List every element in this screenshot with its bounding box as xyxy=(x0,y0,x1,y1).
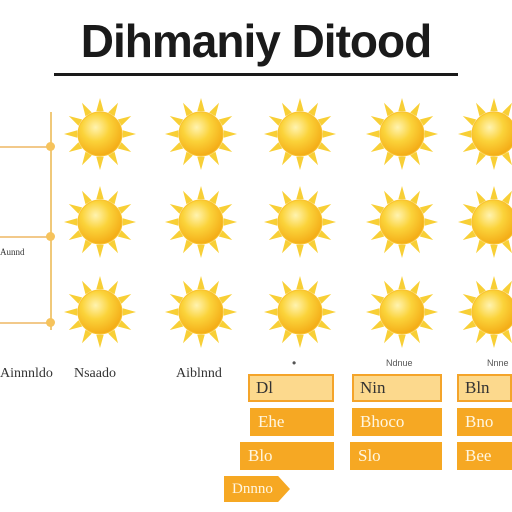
row-tick-2 xyxy=(0,236,52,238)
sun-icon xyxy=(161,94,241,174)
schedule-cell[interactable]: Bee xyxy=(457,442,512,470)
row-tick-1 xyxy=(0,146,52,148)
column-mark-1: • xyxy=(292,356,297,370)
column-mark-2: Ndnue xyxy=(386,358,413,368)
schedule-cell[interactable]: Bno xyxy=(457,408,512,436)
schedule-cell[interactable]: Nin xyxy=(352,374,442,402)
row-axis xyxy=(50,112,52,330)
schedule-cell[interactable]: Slo xyxy=(350,442,442,470)
row-marker-3 xyxy=(46,318,55,327)
sun-icon xyxy=(60,94,140,174)
column-mark-3: Nnne xyxy=(487,358,509,368)
sun-icon xyxy=(60,272,140,352)
column-label-3: Aiblnnd xyxy=(176,366,222,381)
sun-icon xyxy=(454,182,512,262)
sun-icon xyxy=(260,272,340,352)
footer-tag[interactable]: Dnnno xyxy=(224,476,290,502)
sun-icon xyxy=(161,272,241,352)
column-label-2: Nsaado xyxy=(74,366,116,381)
row-tick-3 xyxy=(0,322,52,324)
page-title: Dihmaniy Ditood xyxy=(80,15,432,67)
sun-icon xyxy=(260,94,340,174)
sun-icon xyxy=(260,182,340,262)
title-underline xyxy=(54,73,458,76)
sun-icon xyxy=(454,94,512,174)
sun-icon xyxy=(362,182,442,262)
schedule-cell[interactable]: Dl xyxy=(248,374,334,402)
sun-icon xyxy=(161,182,241,262)
sun-icon xyxy=(362,94,442,174)
schedule-cell[interactable]: Blo xyxy=(240,442,334,470)
row-label-2: Aunnd xyxy=(0,247,25,257)
row-marker-1 xyxy=(46,142,55,151)
sun-icon xyxy=(362,272,442,352)
schedule-cell[interactable]: Ehe xyxy=(250,408,334,436)
row-marker-2 xyxy=(46,232,55,241)
sun-icon xyxy=(454,272,512,352)
sun-icon xyxy=(60,182,140,262)
schedule-cell[interactable]: Bln xyxy=(457,374,512,402)
schedule-cell[interactable]: Bhoco xyxy=(352,408,442,436)
column-label-1: Ainnnldo xyxy=(0,366,53,381)
